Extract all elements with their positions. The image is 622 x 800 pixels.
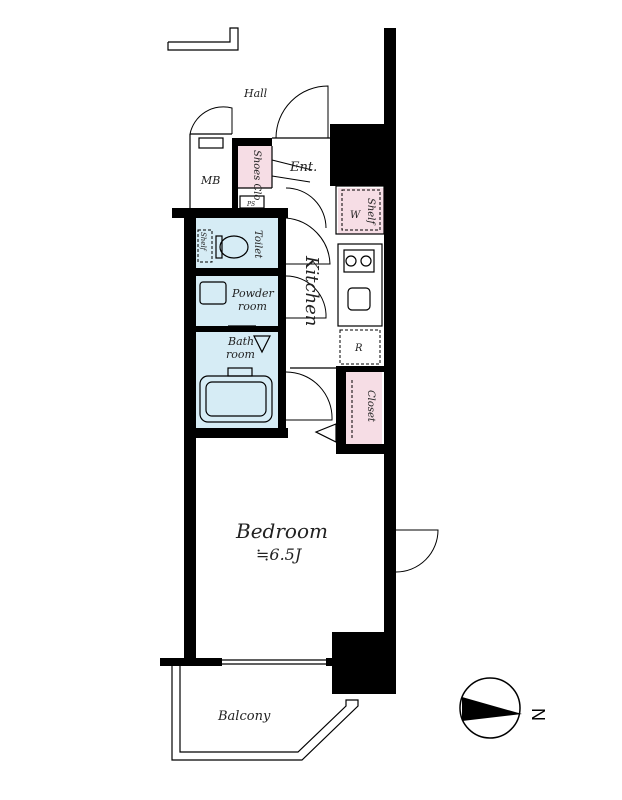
balcony-rail-wall [160,658,222,666]
balcony-outline [171,666,359,761]
toilet-label: Toilet [252,230,263,259]
shelf-label: Shelf [365,198,376,226]
toilet-shelf-label: Shelf [199,232,207,252]
closet-door-mark [314,423,337,443]
west-wall-upper [172,208,288,218]
bath-door [285,371,333,421]
hall-label: Hall [243,87,268,100]
bedroom-size-label: ≒6.5J [256,545,303,564]
closet-left [336,368,346,454]
shoes-closet-fill [238,146,272,188]
powder-label-2: room [238,300,267,313]
shoes-door [271,159,313,183]
toilet-bowl [219,235,249,259]
w-label: W [350,210,361,221]
stove [343,249,375,273]
toilet-door [285,217,331,265]
closet-bottom [336,444,388,454]
bedroom-label: Bedroom [235,519,328,543]
mb-door [189,106,233,135]
sink [347,287,371,311]
toilet-powder-divider [196,268,278,276]
south-wall-right [326,658,340,666]
shelf-box [341,189,381,231]
bath-label-2: room [226,348,255,361]
powder-room-fill [196,276,278,326]
wet-core-east [278,208,286,430]
kitchen-counter [337,243,383,327]
hall-door [285,187,327,229]
shoes-closet-left [232,138,238,212]
closet-top [336,366,386,372]
r-label: R [354,343,363,354]
basin [199,281,227,305]
closet-label: Closet [365,390,376,423]
east-wall [384,124,396,694]
mb-meter [198,137,224,149]
toilet-shelf [197,229,213,263]
bath-bedroom-divider [184,428,288,438]
fridge [339,329,381,365]
ps-box [239,195,265,209]
powder-door [285,275,327,319]
powder-bath-divider [196,326,278,332]
north-label: N [528,708,548,721]
shoes-closet-top [232,138,272,146]
east-column-bottom [332,632,396,694]
entrance-door [275,85,329,139]
compass-needle [462,697,522,721]
kitchen-label: Kitchen [301,255,322,326]
shelf-fill [338,188,384,234]
bedroom-door [395,529,439,573]
bath-label-1: Bath [227,335,254,348]
shoes-closet-label: Shoes Clo [251,150,262,200]
east-wall-top [384,28,396,128]
bath-door-mark [253,335,271,354]
ent-label: Ent. [289,160,317,175]
mb-label: MB [200,174,220,187]
top-mark [167,27,239,51]
balcony-label: Balcony [217,709,271,724]
ps-label: PS [246,201,255,208]
toilet-fill [196,218,278,268]
east-column-top [330,124,394,186]
powder-label-1: Powder [231,287,275,300]
